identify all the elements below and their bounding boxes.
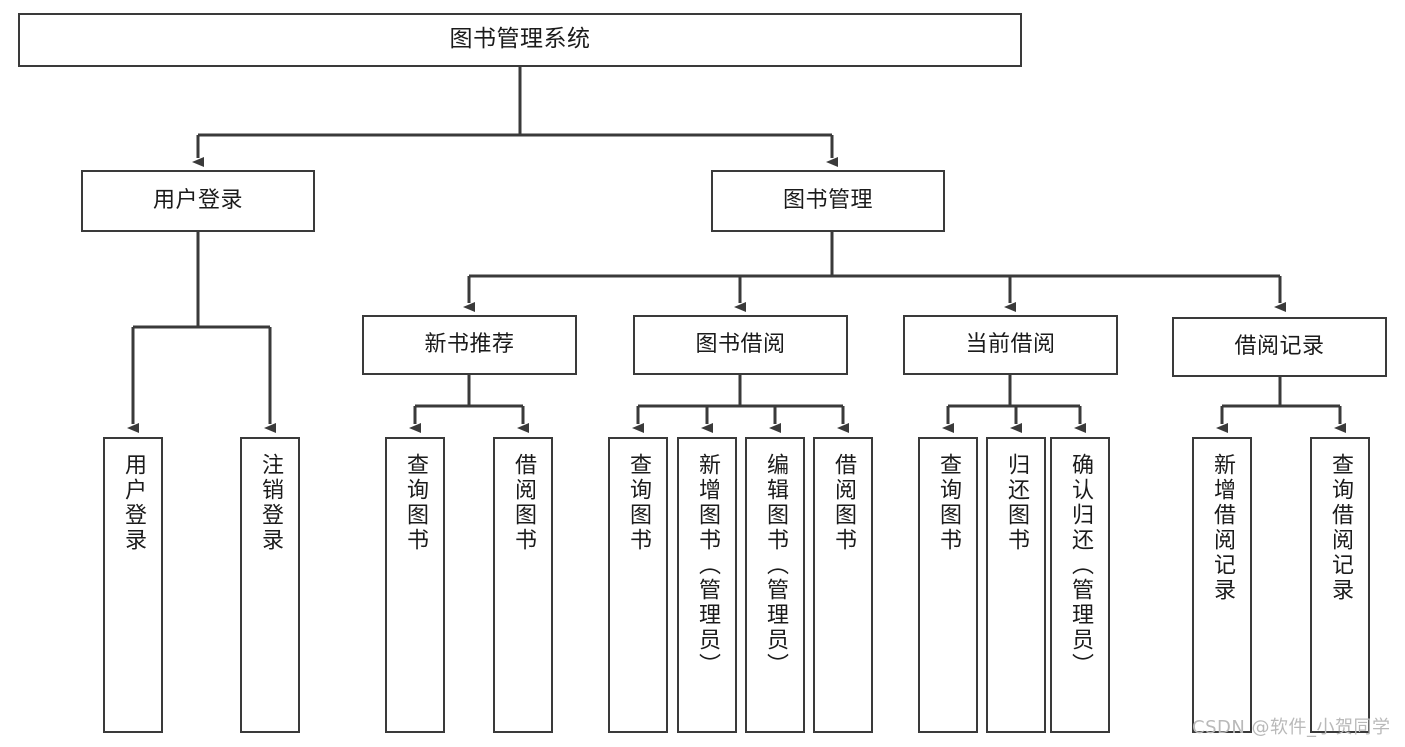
leaf-user-login-login[interactable]: 用户登录 [103, 437, 163, 733]
leaf-borrow-add-book-admin[interactable]: 新增图书（管理员） [677, 437, 737, 733]
node-label: 图书借阅 [695, 332, 786, 358]
node-label: 用户登录 [152, 188, 243, 214]
node-label: 借阅记录 [1234, 334, 1325, 360]
node-label: 查询图书 [936, 453, 961, 553]
node-label: 图书管理 [782, 188, 873, 214]
node-label: 借阅图书 [511, 453, 536, 553]
node-label: 用户登录 [121, 453, 146, 553]
leaf-current-return-book[interactable]: 归还图书 [986, 437, 1046, 733]
node-book-management[interactable]: 图书管理 [711, 170, 945, 232]
node-label: 新增借阅记录 [1210, 453, 1235, 603]
node-label: 图书管理系统 [449, 26, 591, 53]
node-new-book-recommend[interactable]: 新书推荐 [362, 315, 577, 375]
node-label: 查询图书 [626, 453, 651, 553]
node-book-borrow[interactable]: 图书借阅 [633, 315, 848, 375]
leaf-records-query-record[interactable]: 查询借阅记录 [1310, 437, 1370, 733]
node-label: 查询借阅记录 [1328, 453, 1353, 603]
node-label: 注销登录 [258, 453, 283, 553]
node-root-system[interactable]: 图书管理系统 [18, 13, 1022, 67]
node-label: 当前借阅 [965, 332, 1056, 358]
leaf-new-book-query[interactable]: 查询图书 [385, 437, 445, 733]
node-label: 确认归还（管理员） [1068, 453, 1093, 678]
node-label: 查询图书 [403, 453, 428, 553]
leaf-current-confirm-return-admin[interactable]: 确认归还（管理员） [1050, 437, 1110, 733]
leaf-borrow-edit-book-admin[interactable]: 编辑图书（管理员） [745, 437, 805, 733]
leaf-current-query-book[interactable]: 查询图书 [918, 437, 978, 733]
node-label: 借阅图书 [831, 453, 856, 553]
node-label: 编辑图书（管理员） [763, 453, 788, 678]
node-label: 新增图书（管理员） [695, 453, 720, 678]
node-user-login[interactable]: 用户登录 [81, 170, 315, 232]
leaf-borrow-query-book[interactable]: 查询图书 [608, 437, 668, 733]
node-current-borrow[interactable]: 当前借阅 [903, 315, 1118, 375]
leaf-user-login-logout[interactable]: 注销登录 [240, 437, 300, 733]
leaf-new-book-borrow[interactable]: 借阅图书 [493, 437, 553, 733]
node-label: 新书推荐 [424, 332, 515, 358]
leaf-borrow-borrow-book[interactable]: 借阅图书 [813, 437, 873, 733]
leaf-records-add-record[interactable]: 新增借阅记录 [1192, 437, 1252, 733]
node-label: 归还图书 [1004, 453, 1029, 553]
node-borrow-records[interactable]: 借阅记录 [1172, 317, 1387, 377]
